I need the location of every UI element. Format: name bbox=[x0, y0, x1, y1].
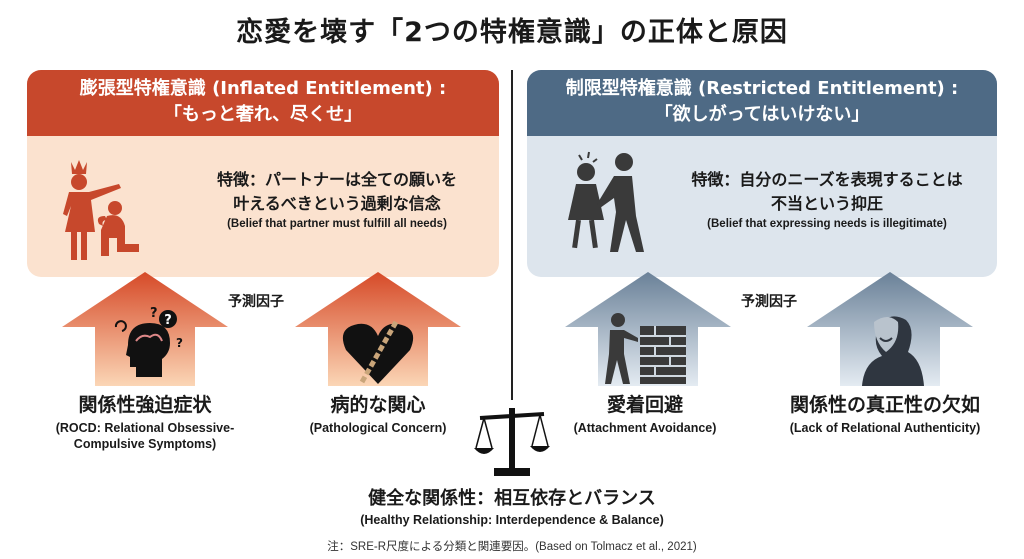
center-divider bbox=[511, 70, 513, 400]
inflated-feature: 特徴：パートナーは全ての願いを 叶えるべきという過剰な信念 (Belief th… bbox=[187, 168, 487, 230]
predictor-authenticity: 関係性の真正性の欠如 (Lack of Relational Authentic… bbox=[755, 390, 1015, 436]
restricted-header-title: 制限型特権意識 (Restricted Entitlement) : bbox=[565, 78, 959, 99]
predictor-rocd: 関係性強迫症状 (ROCD: Relational Obsessive- Com… bbox=[15, 390, 275, 452]
queen-pointing-kneeling-icon bbox=[63, 160, 139, 260]
predictor-authenticity-en: (Lack of Relational Authenticity) bbox=[789, 421, 981, 435]
healthy-relationship: 健全な関係性：相互依存とバランス (Healthy Relationship: … bbox=[0, 484, 1024, 527]
restricted-feature-en: (Belief that expressing needs is illegit… bbox=[707, 218, 947, 230]
inflated-feature-en: (Belief that partner must fulfill all ne… bbox=[227, 218, 447, 230]
predictor-avoidance-en: (Attachment Avoidance) bbox=[573, 421, 717, 435]
inflated-entitlement-card: 膨張型特権意識 (Inflated Entitlement) : 「もっと奢れ、… bbox=[27, 70, 499, 277]
svg-text:?: ? bbox=[150, 306, 158, 321]
brain-question-icon: ? ? ? bbox=[114, 306, 183, 377]
svg-text:?: ? bbox=[176, 336, 183, 350]
predictor-rocd-en2: Compulsive Symptoms) bbox=[73, 437, 217, 451]
healthy-jp: 健全な関係性：相互依存とバランス bbox=[368, 488, 656, 509]
restricted-header: 制限型特権意識 (Restricted Entitlement) : 「欲しがっ… bbox=[527, 70, 997, 136]
restricted-feature-line1: 特徴：自分のニーズを表現することは bbox=[691, 170, 963, 189]
svg-text:?: ? bbox=[164, 313, 172, 328]
source-note: 注：SRE-R尺度による分類と関連要因。(Based on Tolmacz et… bbox=[327, 541, 697, 553]
chained-heart-icon bbox=[342, 320, 414, 384]
restricted-feature-line2: 不当という抑圧 bbox=[770, 194, 883, 213]
predictor-pathological: 病的な関心 (Pathological Concern) bbox=[248, 390, 508, 436]
hesitant-people-icon bbox=[568, 151, 644, 252]
inflated-feature-line1: 特徴：パートナーは全ての願いを bbox=[216, 170, 457, 189]
arrow-pathological bbox=[295, 272, 461, 386]
predictor-rocd-jp: 関係性強迫症状 bbox=[78, 394, 212, 416]
predictor-avoidance: 愛着回避 (Attachment Avoidance) bbox=[515, 390, 775, 436]
predictor-authenticity-jp: 関係性の真正性の欠如 bbox=[789, 394, 980, 416]
predictor-pathological-en: (Pathological Concern) bbox=[309, 421, 447, 435]
restricted-entitlement-card: 制限型特権意識 (Restricted Entitlement) : 「欲しがっ… bbox=[527, 70, 997, 277]
healthy-en: (Healthy Relationship: Interdependence &… bbox=[360, 513, 664, 527]
inflated-feature-line2: 叶えるべきという過剰な信念 bbox=[233, 194, 441, 213]
restricted-predictors-label: 予測因子 bbox=[741, 294, 797, 310]
balance-scale-icon bbox=[474, 408, 550, 476]
inflated-header: 膨張型特権意識 (Inflated Entitlement) : 「もっと奢れ、… bbox=[27, 70, 499, 136]
predictor-rocd-en1: (ROCD: Relational Obsessive- bbox=[55, 421, 235, 435]
inflated-header-title: 膨張型特権意識 (Inflated Entitlement) : bbox=[79, 78, 447, 99]
restricted-header-quote: 「欲しがってはいけない」 bbox=[654, 104, 870, 125]
page-title: 恋愛を壊す「2つの特権意識」の正体と原因 bbox=[236, 17, 788, 48]
inflated-predictors-label: 予測因子 bbox=[228, 294, 284, 310]
predictor-avoidance-jp: 愛着回避 bbox=[606, 394, 683, 416]
mask-icon bbox=[862, 316, 924, 386]
inflated-header-quote: 「もっと奢れ、尽くせ」 bbox=[163, 104, 363, 125]
brick-wall-icon bbox=[605, 313, 686, 384]
restricted-feature: 特徴：自分のニーズを表現することは 不当という抑圧 (Belief that e… bbox=[667, 168, 987, 230]
predictor-pathological-jp: 病的な関心 bbox=[330, 394, 426, 416]
